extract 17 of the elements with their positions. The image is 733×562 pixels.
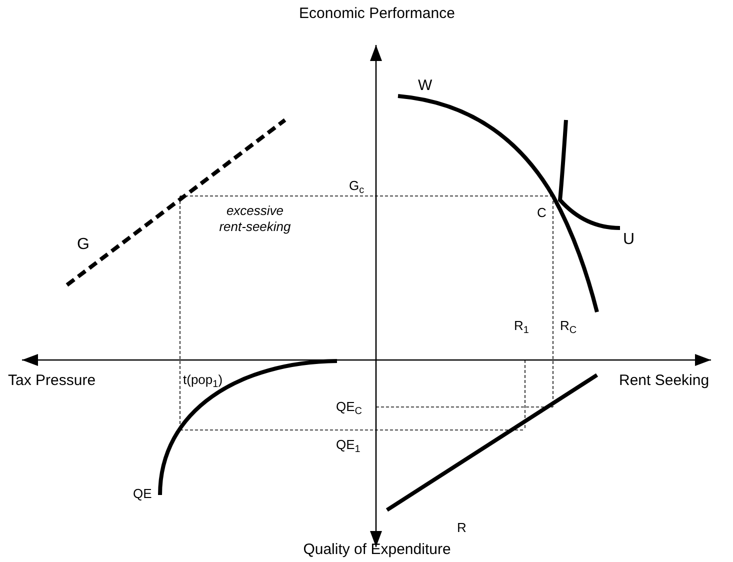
tick-label: QE$_{1}$: [336, 437, 360, 453]
axis-title: Rent Seeking: [619, 373, 710, 389]
tick-label: QE$_{C}$: [336, 399, 362, 415]
tick-label: R$_{C}$: [560, 318, 577, 334]
region-label: excessive rent-seeking: [218, 203, 292, 235]
tick-label: t(pop$_{1}$): [183, 372, 223, 388]
curve-label: W: [418, 78, 432, 94]
tick-label: R$_{1}$: [514, 318, 529, 334]
axis-title: Economic Performance: [298, 6, 456, 22]
curve-label: QE: [133, 486, 152, 502]
curve-label: R: [457, 520, 466, 536]
axis-title: Quality of Expenditure: [302, 542, 452, 558]
curve-label: G: [77, 237, 90, 253]
tick-label: G$_{c}$: [349, 178, 364, 194]
curve-label: U: [623, 232, 635, 248]
point-label: C: [537, 205, 546, 221]
axis-title: Tax Pressure: [8, 373, 96, 389]
